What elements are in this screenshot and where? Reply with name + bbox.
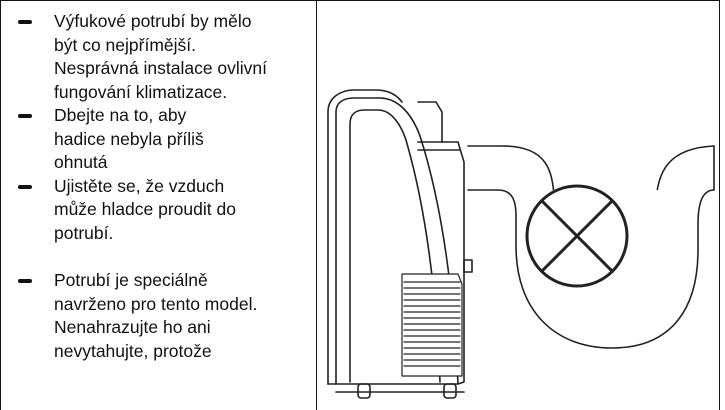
list-item-line: ohnutá	[54, 152, 108, 172]
list-item: Výfukové potrubí by mělo být co nejpřímě…	[8, 10, 308, 104]
column-divider	[316, 0, 317, 410]
list-item-line: být co nejpřímější.	[54, 34, 196, 55]
list-item: Dbejte na to, aby hadice nebyla příliš o…	[8, 104, 308, 175]
list-item-line: Potrubí je speciálně	[54, 270, 208, 290]
illustration-panel	[318, 2, 718, 408]
spacer	[8, 245, 308, 269]
list-item-line: navrženo pro tento model.	[54, 293, 258, 314]
list-item-line: nevytahujte, protože	[54, 340, 212, 361]
list-item-line: může hladce proudit do	[54, 199, 236, 219]
crossed-circle-prohibited-icon	[525, 184, 629, 288]
list-item-line: hadice nebyla příliš	[54, 128, 204, 149]
bullet-dash-icon	[18, 20, 32, 24]
list-item-line: Dbejte na to, aby	[54, 105, 187, 125]
vent-grille-icon	[401, 273, 463, 377]
list-item-line: fungování klimatizace.	[54, 81, 228, 102]
list-item-line: Výfukové potrubí by mělo	[54, 11, 252, 31]
list-item-line: Nenahrazujte ho ani	[54, 317, 211, 337]
bullet-dash-icon	[18, 114, 32, 118]
bullet-dash-icon	[18, 184, 32, 189]
list-item-line: potrubí.	[54, 222, 114, 243]
instruction-list: Výfukové potrubí by mělo být co nejpřímě…	[8, 10, 308, 363]
list-item: Ujistěte se, že vzduch může hladce proud…	[8, 175, 308, 246]
list-item-line: Ujistěte se, že vzduch	[54, 175, 225, 196]
list-item-line: Nesprávná instalace ovlivní	[54, 58, 268, 78]
bullet-dash-icon	[18, 279, 32, 283]
list-item: Potrubí je speciálně navrženo pro tento …	[8, 269, 308, 363]
air-conditioner-hose-illustration	[327, 89, 715, 399]
